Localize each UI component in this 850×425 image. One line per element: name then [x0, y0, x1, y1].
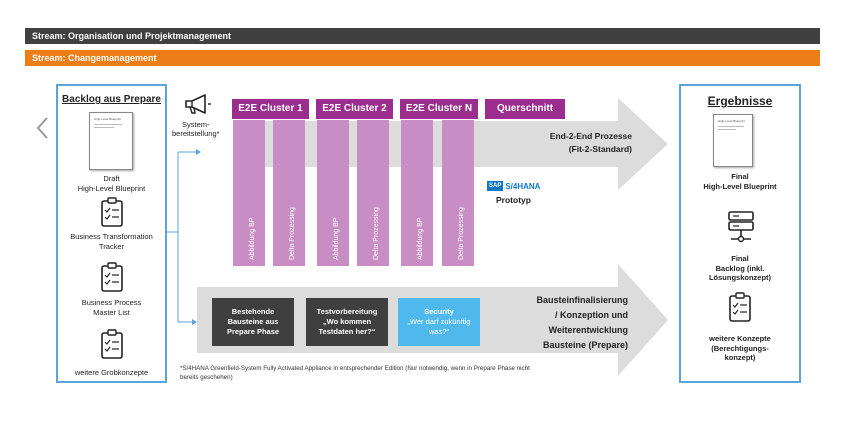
column-label: Abbildung BP	[249, 217, 256, 260]
column-label: Abbildung BP	[417, 217, 424, 260]
cluster-n-column-abbildung: Abbildung BP	[401, 120, 433, 266]
cluster-1-column-abbildung: Abbildung BP	[233, 120, 265, 266]
cluster-header-querschnitt: Querschnitt	[485, 99, 565, 119]
stream-bar-organisation: Stream: Organisation und Projektmanageme…	[25, 28, 820, 44]
result-item-konzepte-label: weitere Konzepte (Berechtigungs- konzept…	[709, 334, 771, 362]
results-panel: Ergebnisse High-Level Blueprint Final Hi…	[679, 84, 801, 383]
box-text: Testvorbereitung „Wo kommen Testdaten he…	[316, 307, 378, 336]
backlog-item-blueprint-label: Draft High-Level Blueprint	[77, 174, 146, 193]
result-item-backlog-label: Final Backlog (inkl. Lösungskonzept)	[708, 254, 772, 282]
cluster-2-column-delta: Delta Prozessing	[357, 120, 389, 266]
chevron-left-icon[interactable]	[34, 116, 52, 140]
cluster-header-n: E2E Cluster N	[400, 99, 478, 119]
system-provisioning-label: System- bereitstellung*	[172, 120, 220, 138]
connector-arrowhead-top	[196, 149, 201, 155]
top-arrow-line1: End-2-End Prozesse	[549, 131, 632, 141]
server-icon	[728, 211, 754, 243]
backlog-item-master-list-label: Business Process Master List	[81, 298, 142, 317]
column-label: Delta Prozessing	[373, 207, 380, 260]
box-text: Bestehende Bausteine aus Prepare Phase	[226, 307, 280, 336]
cluster-n-column-delta: Delta Prozessing	[442, 120, 474, 266]
column-label: Abbildung BP	[333, 217, 340, 260]
sap-product-name: S/4HANA	[505, 181, 541, 191]
column-label: Delta Prozessing	[289, 207, 296, 260]
cluster-1-column-delta: Delta Prozessing	[273, 120, 305, 266]
top-arrow-line2: (Fit-2-Standard)	[568, 144, 632, 154]
blueprint-document-thumbnail: High-Level Blueprint	[89, 112, 133, 170]
box-title: Security	[424, 307, 454, 316]
bottom-arrow-line: Bausteine (Prepare)	[542, 340, 628, 350]
cluster-2-column-abbildung: Abbildung BP	[317, 120, 349, 266]
top-arrow-label: End-2-End Prozesse (Fit-2-Standard)	[480, 130, 632, 156]
sap-badge: SAP	[487, 181, 504, 191]
megaphone-icon	[185, 94, 211, 114]
cluster-header-2: E2E Cluster 2	[316, 99, 393, 119]
connector-lines	[167, 151, 196, 323]
thumbnail-title: High-Level Blueprint	[94, 117, 122, 121]
box-text: „Wer darf zukünftig was?“	[407, 317, 471, 336]
backlog-panel: Backlog aus Prepare High-Level Blueprint…	[56, 84, 167, 383]
cluster-header-1: E2E Cluster 1	[232, 99, 309, 119]
result-item-blueprint-label: Final High-Level Blueprint	[703, 172, 777, 191]
column-label: Delta Prozessing	[458, 207, 465, 260]
backlog-item-grobkonzepte-label: weitere Grobkonzepte	[74, 368, 149, 377]
checklist-icon	[101, 197, 123, 227]
checklist-icon	[101, 329, 123, 359]
bottom-arrow-line: Bausteinfinalisierung	[536, 295, 628, 305]
connector-arrowhead-bottom	[192, 319, 197, 325]
bottom-arrow-line: Weiterentwicklung	[548, 325, 628, 335]
bottom-arrow-line: / Konzeption und	[555, 310, 628, 320]
box-bestehende-bausteine: Bestehende Bausteine aus Prepare Phase	[212, 298, 294, 346]
final-blueprint-document-thumbnail: High-Level Blueprint	[713, 114, 753, 167]
backlog-title: Backlog aus Prepare	[62, 94, 161, 105]
thumbnail-title: High-Level Blueprint	[718, 119, 746, 123]
bottom-arrow-label: Bausteinfinalisierung / Konzeption und W…	[500, 293, 628, 353]
box-security: Security „Wer darf zukünftig was?“	[398, 298, 480, 346]
checklist-icon	[729, 292, 751, 322]
checklist-icon	[101, 262, 123, 292]
sap-s4hana-logo: SAP S/4HANA	[487, 180, 540, 192]
prototyp-label: Prototyp	[496, 195, 531, 205]
results-title: Ergebnisse	[707, 94, 773, 108]
footnote: *S/4HANA Greenfield-System Fully Activat…	[180, 365, 530, 381]
stream-bar-changemanagement: Stream: Changemanagement	[25, 50, 820, 66]
backlog-item-tracker-label: Business Transformation Tracker	[70, 232, 153, 251]
box-testvorbereitung: Testvorbereitung „Wo kommen Testdaten he…	[306, 298, 388, 346]
